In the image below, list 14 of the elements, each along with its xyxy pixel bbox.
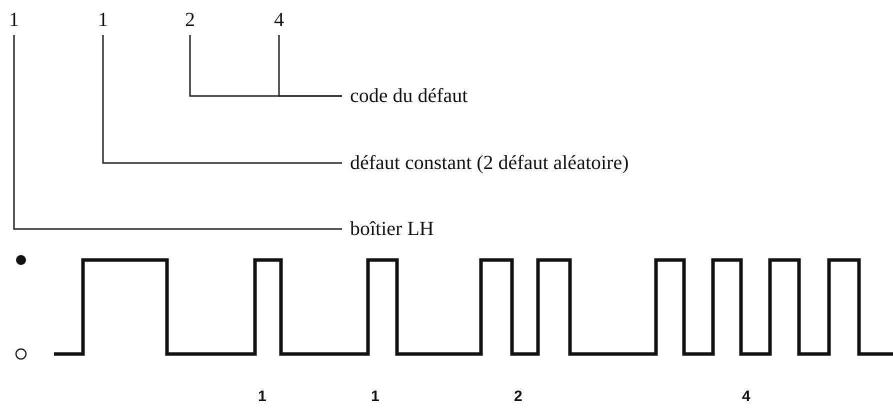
pulse-count-label: 2 (514, 388, 522, 405)
leader-line (13, 35, 342, 230)
description-text: code du défaut (350, 85, 468, 107)
leader-line (278, 35, 342, 97)
description-text: défaut constant (2 défaut aléatoire) (350, 152, 629, 174)
pulse-count-label: 4 (742, 388, 750, 405)
pulse-count-label: 1 (258, 388, 266, 405)
leader-line (102, 35, 342, 164)
pulse-count-label: 1 (371, 388, 380, 405)
description-text: boîtier LH (350, 218, 434, 240)
digit-label: 1 (9, 9, 19, 31)
digit-label: 4 (274, 9, 284, 31)
digit-label: 2 (185, 9, 195, 31)
digit-label: 1 (98, 9, 108, 31)
